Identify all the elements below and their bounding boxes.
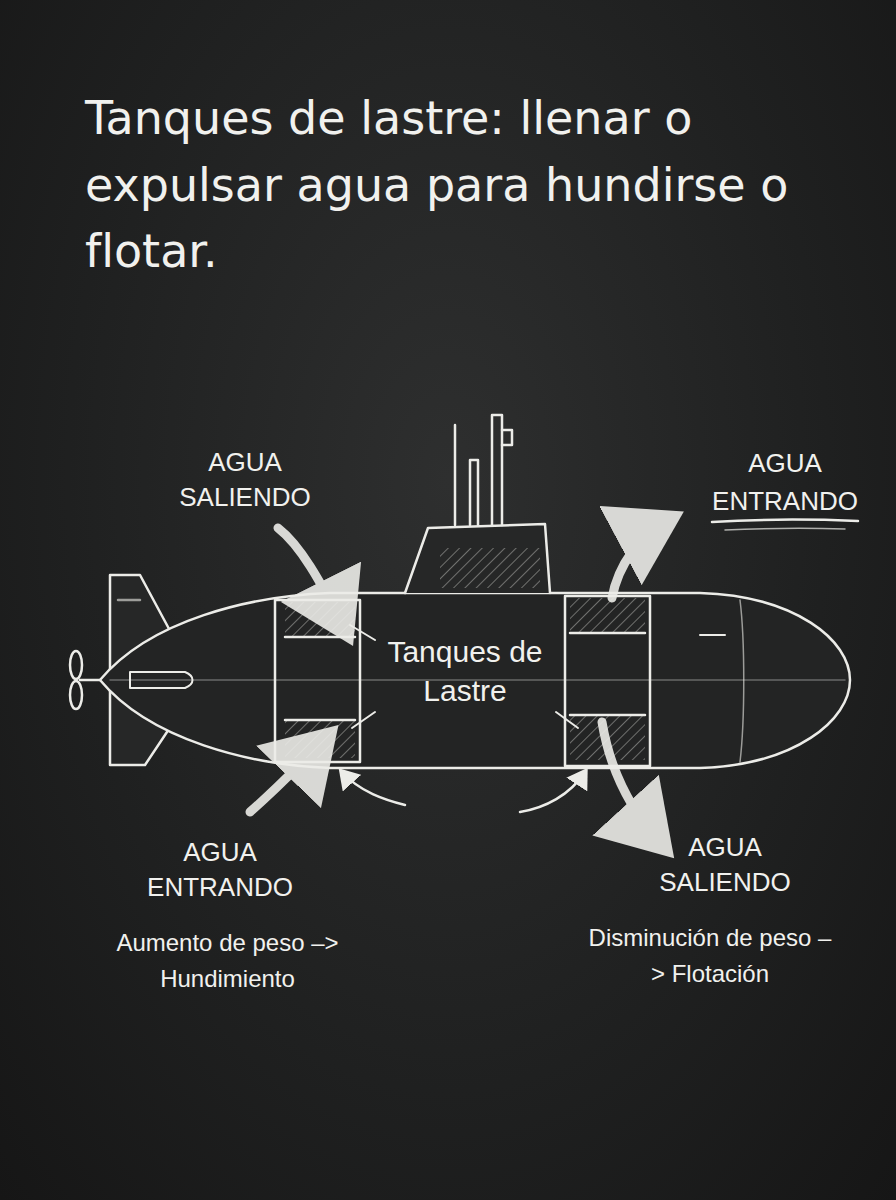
flow-label: AGUA SALIENDO: [630, 830, 820, 900]
chalk-title: Tanques de lastre: llenar o expulsar agu…: [85, 85, 845, 285]
flow-label: AGUA ENTRANDO: [690, 445, 880, 520]
flow-label: AGUA SALIENDO: [150, 445, 340, 515]
part-label: Tanques de Lastre: [375, 632, 555, 710]
flow-label: AGUA ENTRANDO: [125, 835, 315, 905]
effect-note: Disminución de peso –> Flotación: [585, 920, 835, 992]
effect-note: Aumento de peso –> Hundimiento: [90, 925, 365, 997]
